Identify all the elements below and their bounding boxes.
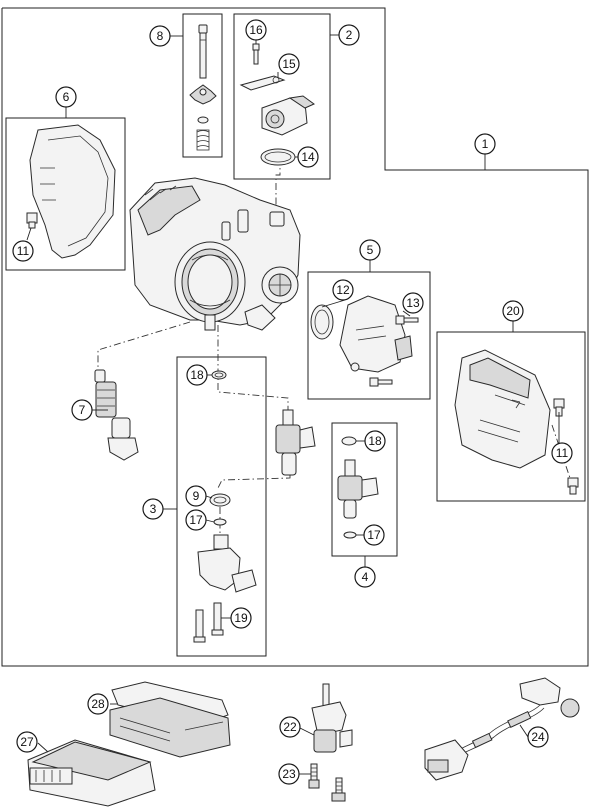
callout-17-fitting: 17	[185, 509, 207, 531]
leader-22	[299, 727, 315, 736]
callout-label-5: 5	[367, 243, 374, 257]
callout-5: 5	[359, 239, 381, 261]
assembly-line-injector-lower	[217, 475, 291, 489]
callout-label-7: 7	[79, 403, 86, 417]
callout-label-12: 12	[336, 283, 350, 297]
callout-label-13: 13	[406, 296, 420, 310]
bolt-assembly-8	[189, 24, 217, 151]
frame-group-20	[436, 331, 586, 502]
callout-11-sensor: 11	[551, 442, 573, 464]
callout-label-6: 6	[63, 90, 70, 104]
leader-12	[321, 299, 346, 308]
assembly-line-sensor-20	[551, 424, 571, 479]
cover-assembly-6	[26, 124, 116, 259]
callout-label-1: 1	[482, 137, 489, 151]
callout-19: 19	[230, 607, 252, 629]
callout-label-18-injector: 18	[368, 434, 382, 448]
callout-18-fitting: 18	[186, 364, 208, 386]
callout-7: 7	[71, 399, 93, 421]
leader-9	[205, 495, 213, 499]
callout-2: 2	[338, 24, 360, 46]
frame-group-5	[307, 271, 431, 400]
callout-label-28: 28	[91, 697, 105, 711]
callout-18-injector: 18	[364, 430, 386, 452]
leader-13	[402, 310, 411, 317]
fuel-fitting-assembly-3	[193, 370, 316, 643]
frame-group-8	[182, 13, 223, 158]
assembly-line-spark	[97, 321, 191, 372]
callout-label-11-sensor: 11	[556, 446, 569, 460]
leader-17a	[205, 519, 215, 523]
frame-group-3	[176, 356, 267, 657]
throttle-body	[129, 177, 301, 331]
callout-label-4: 4	[362, 570, 369, 584]
callout-9: 9	[185, 485, 207, 507]
callout-23: 23	[278, 763, 300, 785]
callout-label-19: 19	[234, 611, 248, 625]
callout-label-17-injector: 17	[367, 528, 381, 542]
frame-group-2	[233, 13, 331, 180]
control-unit-27	[27, 739, 156, 807]
callout-label-17-fitting: 17	[189, 513, 203, 527]
wiring-harness-24	[424, 677, 580, 781]
leader-11a	[26, 227, 32, 241]
leader-24	[519, 724, 529, 738]
callout-20: 20	[502, 300, 524, 322]
callout-22: 22	[279, 716, 301, 738]
callout-12: 12	[332, 279, 354, 301]
callout-6: 6	[55, 86, 77, 108]
callout-label-20: 20	[506, 304, 520, 318]
control-unit-28	[109, 681, 231, 758]
callout-label-16: 16	[249, 23, 263, 37]
callout-24: 24	[527, 726, 549, 748]
callout-11-cover: 11	[12, 240, 34, 262]
callout-label-15: 15	[282, 57, 296, 71]
callout-label-3: 3	[150, 502, 157, 516]
callout-28: 28	[87, 693, 109, 715]
callout-4: 4	[354, 566, 376, 588]
sensor-assembly-5	[310, 295, 419, 387]
callout-label-22: 22	[283, 720, 297, 734]
callout-13: 13	[402, 292, 424, 314]
callout-16: 16	[245, 19, 267, 41]
callout-label-24: 24	[531, 730, 545, 744]
callout-3: 3	[142, 498, 164, 520]
screws-23	[308, 763, 346, 802]
assembly-line-injector	[217, 325, 289, 410]
throttle-sensor-assembly-2	[239, 43, 315, 166]
sensor-22	[311, 683, 353, 753]
injector-assembly-4	[337, 436, 379, 539]
callout-label-8: 8	[157, 29, 164, 43]
callout-8: 8	[149, 25, 171, 47]
assembly-line-sensor	[275, 158, 281, 218]
frame-group-6	[5, 117, 126, 271]
sensor-assembly-20	[454, 349, 579, 495]
callout-1: 1	[474, 133, 496, 155]
callout-label-14: 14	[301, 150, 315, 164]
callout-label-9: 9	[193, 489, 200, 503]
callout-14: 14	[297, 146, 319, 168]
callout-label-2: 2	[346, 28, 353, 42]
frame-group-4	[331, 422, 398, 557]
callout-15: 15	[278, 53, 300, 75]
injector-7	[94, 369, 139, 461]
assembly-frame-outline	[1, 7, 589, 667]
callout-27: 27	[16, 731, 38, 753]
callout-label-27: 27	[20, 735, 34, 749]
leader-27	[37, 742, 49, 753]
callout-label-11-cover: 11	[17, 244, 30, 258]
callout-label-23: 23	[282, 767, 296, 781]
callout-17-injector: 17	[363, 524, 385, 546]
callout-label-18-fitting: 18	[190, 368, 204, 382]
